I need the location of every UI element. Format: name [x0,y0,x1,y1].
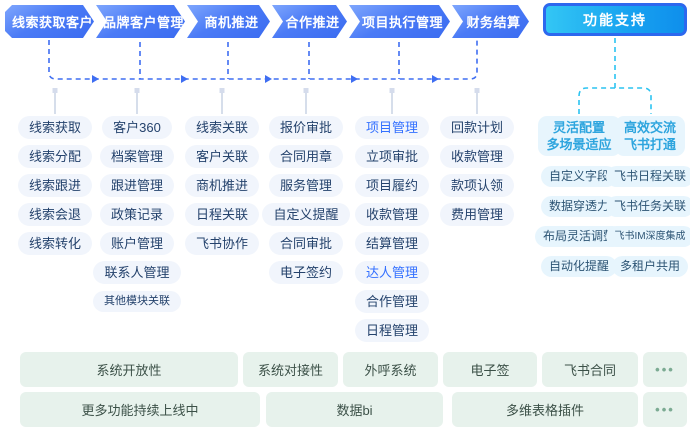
feature-pill: 档案管理 [99,145,174,168]
capability-box: 数据bi [266,392,443,427]
feature-pill: 联系人管理 [93,261,181,284]
stage-column-2: 客户360 档案管理 跟进管理 政策记录 账户管理 联系人管理 其他模块关联 [77,116,197,318]
feature-pill: 日程关联 [184,203,259,226]
stage-label: 品牌客户管理 [102,15,184,30]
stage-button-4[interactable]: 合作推进 [272,5,347,38]
feature-pill: 其他模块关联 [93,291,181,312]
support-item: 多租户共用 [612,256,689,277]
feature-pill: 合作管理 [354,290,429,313]
capability-box: 外呼系统 [343,352,438,387]
feature-pill: 线索获取 [17,116,92,139]
stage-column-4: 报价审批 合同用章 服务管理 自定义提醒 合同审批 电子签约 [246,116,366,290]
stage-column-6: 回款计划 收款管理 款项认领 费用管理 [417,116,537,232]
stage-label: 合作推进 [285,15,340,30]
support-group-flexible-config: 灵活配置 多场景适应 自定义字段 数据穿透力 布局灵活调整 自动化提醒 [535,116,624,286]
stage-button-1[interactable]: 线索获取客户 [5,5,94,38]
capability-box: 系统开放性 [20,352,238,387]
feature-pill: 收款管理 [354,203,429,226]
feature-pill: 合同审批 [268,232,343,255]
feature-pill: 日程管理 [354,319,429,342]
feature-pill: 项目履约 [354,174,429,197]
stage-button-5[interactable]: 项目执行管理 [349,5,450,38]
stage-label: 线索获取客户 [11,15,93,30]
stage-label: 项目执行管理 [361,15,443,30]
support-item: 数据穿透力 [541,196,618,217]
feature-pill: 线索关联 [184,116,259,139]
stage-button-2[interactable]: 品牌客户管理 [96,5,185,38]
feature-pill: 立项审批 [354,145,429,168]
capability-box: 系统对接性 [243,352,338,387]
feature-pill: 费用管理 [439,203,514,226]
feature-pill: 客户关联 [184,145,259,168]
capability-box: 飞书合同 [542,352,638,387]
support-item: 飞书IM深度集成 [606,226,690,247]
more-ellipsis-box: ••• [643,392,687,427]
stage-label: 财务结算 [466,15,521,30]
feature-pill: 收款管理 [439,145,514,168]
support-group-title: 灵活配置 多场景适应 [537,116,621,156]
support-item: 飞书日程关联 [606,166,690,187]
feature-pill: 线索转化 [17,232,92,255]
feature-pill: 回款计划 [439,116,514,139]
feature-pill: 自定义提醒 [262,203,350,226]
stage-column-5: 项目管理 立项审批 项目履约 收款管理 结算管理 达人管理 合作管理 日程管理 [332,116,452,348]
support-group-feishu-integration: 高效交流 飞书打通 飞书日程关联 飞书任务关联 飞书IM深度集成 多租户共用 [606,116,690,286]
support-item: 自动化提醒 [541,256,618,277]
feature-pill-highlighted: 达人管理 [354,261,429,284]
function-support-button[interactable]: 功能支持 [543,3,687,36]
feature-pill: 合同用章 [268,145,343,168]
stage-column-1: 线索获取 线索分配 线索跟进 线索会退 线索转化 [0,116,115,261]
stage-label: 商机推进 [204,15,259,30]
support-item: 自定义字段 [541,166,618,187]
feature-pill: 客户360 [102,116,172,139]
feature-pill: 政策记录 [99,203,174,226]
support-item: 布局灵活调整 [535,226,624,247]
support-item: 飞书任务关联 [606,196,690,217]
feature-pill: 线索会退 [17,203,92,226]
support-group-title: 高效交流 飞书打通 [614,116,685,156]
feature-pill: 线索跟进 [17,174,92,197]
stage-button-3[interactable]: 商机推进 [187,5,270,38]
feature-pill: 报价审批 [268,116,343,139]
capability-box: 多维表格插件 [452,392,638,427]
feature-pill-highlighted: 项目管理 [354,116,429,139]
feature-pill: 结算管理 [354,232,429,255]
more-ellipsis-box: ••• [643,352,687,387]
feature-pill: 款项认领 [439,174,514,197]
feature-pill: 飞书协作 [184,232,259,255]
capability-box: 电子签 [443,352,537,387]
capability-box: 更多功能持续上线中 [20,392,260,427]
feature-pill: 电子签约 [268,261,343,284]
feature-pill: 商机推进 [184,174,259,197]
stage-button-6[interactable]: 财务结算 [452,5,529,38]
stage-column-3: 线索关联 客户关联 商机推进 日程关联 飞书协作 [162,116,282,261]
feature-pill: 跟进管理 [99,174,174,197]
feature-pill: 账户管理 [99,232,174,255]
feature-pill: 线索分配 [17,145,92,168]
feature-pill: 服务管理 [268,174,343,197]
